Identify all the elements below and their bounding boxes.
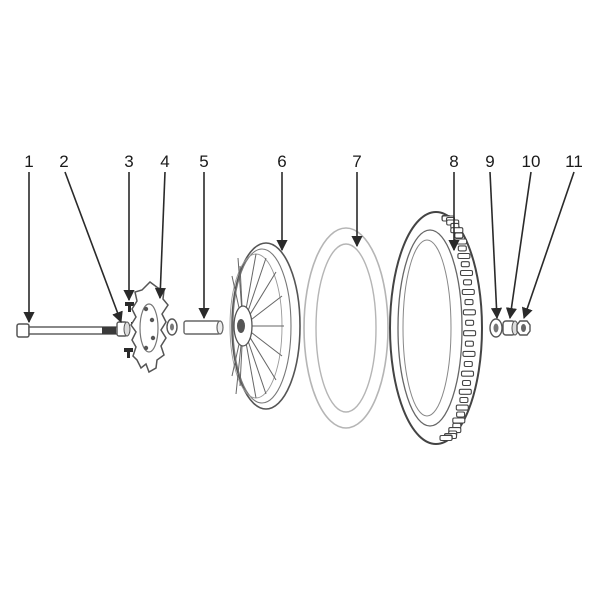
- part-axle-bolt: [16, 323, 118, 338]
- leader-2: [64, 171, 123, 324]
- leader-11: [521, 171, 575, 320]
- callout-label-4: 4: [160, 152, 169, 171]
- tire-knob: [464, 299, 474, 306]
- tire-knob: [464, 340, 474, 347]
- tire-knob: [462, 309, 476, 316]
- callout-leaders: [23, 171, 575, 324]
- tire-knob: [458, 388, 472, 395]
- callout-label-9: 9: [485, 152, 494, 171]
- part-inner-tube: [303, 227, 389, 429]
- callout-numbers: 1 2 3 4 5 6 7 8 9 10 11: [24, 152, 583, 171]
- callout-label-11: 11: [565, 152, 583, 171]
- tire-knob: [465, 319, 475, 326]
- tire-knob: [463, 330, 477, 337]
- part-seal: [489, 318, 503, 338]
- tire-knob: [460, 261, 470, 268]
- tire-knob: [461, 288, 475, 296]
- part-spacer: [116, 321, 131, 337]
- tire-knob: [459, 269, 474, 277]
- leader-9: [489, 171, 503, 320]
- leader-4: [154, 171, 166, 300]
- tire-knob: [454, 238, 468, 245]
- tire-knob: [459, 396, 469, 404]
- tire-knob: [455, 404, 469, 411]
- tire-knob: [462, 279, 473, 286]
- part-knobby-tire: [389, 211, 483, 445]
- part-brake-disc: [130, 281, 178, 374]
- part-spoked-rim: [229, 242, 301, 410]
- leader-10: [505, 171, 532, 320]
- part-axle-nut: [516, 320, 531, 336]
- callout-label-6: 6: [277, 152, 286, 171]
- tire-knob: [463, 360, 473, 368]
- tire-knob: [456, 411, 466, 418]
- tire-knobs: [439, 214, 477, 442]
- tire-knob: [450, 227, 464, 234]
- tire-knob: [454, 232, 464, 239]
- tire-knob: [439, 434, 453, 442]
- callout-label-5: 5: [199, 152, 208, 171]
- part-axle-sleeve: [183, 320, 224, 335]
- callout-label-10: 10: [522, 152, 541, 171]
- tire-knob: [457, 252, 471, 260]
- callout-label-1: 1: [24, 152, 33, 171]
- tire-knob: [460, 370, 475, 377]
- callout-label-3: 3: [124, 152, 133, 171]
- callout-label-2: 2: [59, 152, 68, 171]
- tire-knob: [461, 379, 472, 387]
- tire-knob: [462, 350, 476, 357]
- tire-knob: [452, 417, 466, 424]
- callout-label-7: 7: [352, 152, 361, 171]
- tire-knob: [457, 245, 467, 252]
- part-washer: [502, 320, 519, 336]
- callout-label-8: 8: [449, 152, 458, 171]
